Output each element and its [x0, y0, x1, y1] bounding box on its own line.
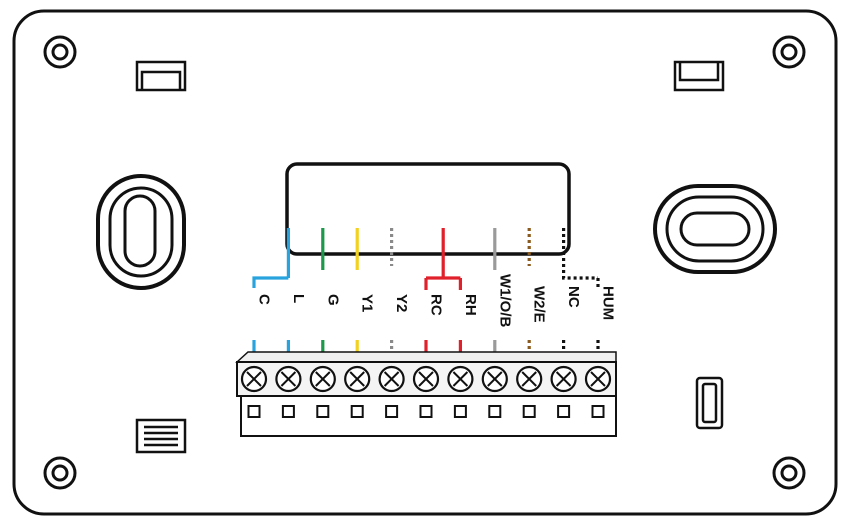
terminal-screw-group [240, 365, 612, 393]
terminal-socket-w1-o-b [488, 405, 502, 418]
terminal-screw-nc[interactable] [550, 365, 577, 393]
clip-top-left [135, 60, 187, 92]
terminal-socket-w2-e [522, 405, 536, 418]
terminal-label-c: C [256, 294, 273, 305]
terminal-screw-l[interactable] [275, 365, 302, 393]
terminal-socket-hum [591, 405, 605, 418]
clip-top-right [673, 60, 725, 92]
screw-hole-top-left [43, 35, 77, 69]
wire-upper-c [252, 276, 289, 288]
terminal-block [235, 351, 617, 437]
terminal-socket-group [247, 405, 605, 418]
terminal-label-hum: HUM [600, 286, 617, 320]
terminal-label-group: C L G Y1 Y2 RC RH W1/O/B W2/E NC HUM [256, 274, 617, 328]
terminal-screw-hum[interactable] [584, 365, 612, 393]
terminal-screw-rh[interactable] [447, 365, 474, 393]
terminal-socket-g [316, 405, 330, 418]
terminal-socket-c [247, 405, 261, 418]
terminal-socket-rh [453, 405, 467, 418]
terminal-socket-nc [557, 405, 571, 418]
terminal-screw-y2[interactable] [378, 365, 405, 393]
terminal-socket-y2 [385, 405, 399, 418]
terminal-label-rc: RC [428, 294, 445, 316]
mounting-slot-right [653, 184, 777, 274]
terminal-label-rh: RH [462, 294, 479, 316]
clip-right-side [695, 376, 724, 430]
terminal-screw-g[interactable] [309, 365, 336, 393]
mounting-slot-left [96, 174, 186, 290]
terminal-screw-y1[interactable] [344, 365, 371, 393]
wire-group [252, 228, 600, 352]
terminal-screw-c[interactable] [240, 365, 268, 393]
terminal-socket-l [281, 405, 295, 418]
terminal-label-y2: Y2 [393, 294, 410, 312]
terminal-screw-w2-e[interactable] [516, 365, 543, 393]
screw-hole-bottom-left [43, 456, 77, 490]
screw-hole-top-right [772, 35, 806, 69]
wire-opening [285, 162, 571, 256]
terminal-label-y1: Y1 [359, 294, 376, 312]
wire-upper-nc [562, 228, 598, 280]
terminal-socket-rc [419, 405, 433, 418]
terminal-label-w2-e: W2/E [531, 286, 548, 323]
terminal-socket-y1 [350, 405, 364, 418]
terminal-label-l: L [290, 294, 307, 303]
terminal-label-g: G [324, 294, 341, 306]
terminal-label-nc: NC [565, 286, 582, 308]
terminal-label-w1-o-b: W1/O/B [496, 274, 513, 328]
screw-hole-bottom-right [772, 456, 806, 490]
clip-bottom-left [135, 418, 187, 454]
backplate-outline [12, 9, 838, 516]
terminal-screw-w1-o-b[interactable] [481, 365, 508, 393]
terminal-screw-rc[interactable] [412, 365, 440, 393]
wire-red-feed [426, 228, 461, 280]
